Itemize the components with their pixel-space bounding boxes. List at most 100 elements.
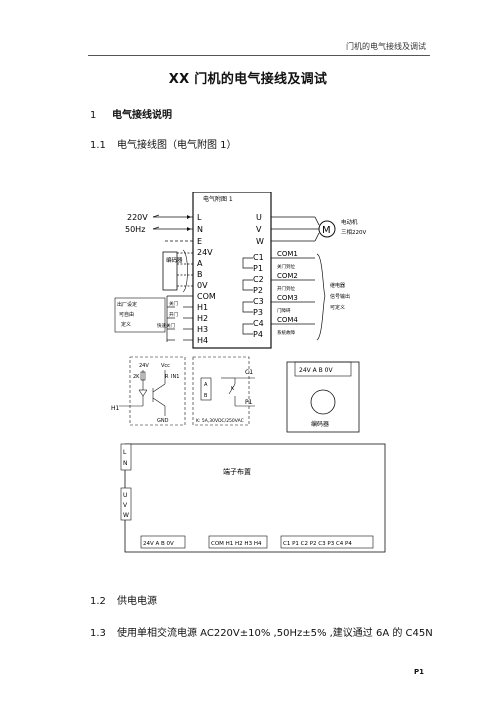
- encoder-connector: [294, 361, 352, 377]
- page-number: P1: [413, 668, 424, 676]
- section-1-number: 1: [90, 110, 97, 121]
- wiring-diagram: 电气附图 1 L N E 24V A B 0V COM H1 H2 H3 H4 …: [111, 192, 386, 553]
- terminal-0V: 0V: [197, 281, 208, 290]
- layout-L: L: [123, 449, 127, 456]
- encoder-shield: [182, 249, 188, 293]
- layout-input-strip: [208, 535, 268, 549]
- input-group-label-1: 出厂设定: [117, 301, 137, 308]
- circuit-r: R: [165, 374, 169, 380]
- section-1-2-heading: 1.2 供电电源: [90, 592, 157, 607]
- relay-note-4: 系统故障: [277, 329, 295, 336]
- input-note-fast-close: 快速关门: [157, 322, 175, 329]
- terminal-C3: C3: [253, 297, 264, 306]
- section-1-3-line: 1.3 使用单相交流电源 AC220V±10% ,50Hz±5% ,建议通过 6A…: [90, 624, 433, 639]
- relay-p1: P1: [245, 399, 253, 406]
- left-terminals: L N E 24V A B 0V COM H1 H2 H3 H4: [197, 213, 216, 345]
- terminal-24V: 24V: [197, 248, 213, 257]
- terminal-E: E: [197, 237, 202, 246]
- terminal-B: B: [197, 270, 203, 279]
- layout-input-labels: COM H1 H2 H3 H4: [211, 541, 262, 547]
- relay-group-label-1: 继电器: [330, 282, 345, 289]
- section-1-2-number: 1.2: [90, 596, 106, 607]
- relay-c1: C1: [245, 369, 253, 376]
- section-1-1-number: 1.1: [90, 140, 106, 151]
- layout-encoder-labels: 24V A B 0V: [143, 541, 174, 547]
- input-note-close: 关门: [169, 300, 178, 307]
- encoder-name: 编码器: [311, 420, 329, 428]
- terminal-N: N: [197, 225, 203, 234]
- section-1-2-title: 供电电源: [117, 596, 157, 607]
- terminal-L: L: [197, 213, 202, 222]
- input-notes-box: [114, 297, 166, 333]
- terminal-C4: C4: [253, 319, 264, 328]
- relay-label-com1: COM1: [277, 250, 298, 258]
- supply-frequency: 50Hz: [125, 225, 145, 234]
- encoder-left-box: [162, 251, 178, 291]
- relay-label-com4: COM4: [277, 316, 298, 324]
- section-1-1-heading: 1.1 电气接线图（电气附图 1）: [90, 136, 237, 151]
- section-1-3-text: 使用单相交流电源 AC220V±10% ,50Hz±5% ,建议通过 6A 的 …: [117, 628, 433, 639]
- motor-wires: [271, 216, 320, 242]
- relay-note-3: 门障碍: [277, 307, 291, 314]
- layout-U: U: [123, 492, 127, 499]
- circuit-gnd: GND: [157, 418, 169, 424]
- relay-k: K: [231, 386, 235, 392]
- diagram-caption: 电气附图 1: [203, 195, 233, 203]
- terminal-P2: P2: [253, 286, 263, 295]
- encoder-connector-label: 24V A B 0V: [299, 367, 333, 374]
- terminal-C2: C2: [253, 275, 264, 284]
- terminal-A: A: [197, 259, 203, 268]
- motor-symbol-circle: [318, 220, 336, 238]
- terminal-P1: P1: [253, 264, 263, 273]
- layout-relay-labels: C1 P1 C2 P2 C3 P3 C4 P4: [283, 541, 352, 547]
- section-1-3-number: 1.3: [90, 628, 106, 639]
- layout-encoder-strip: [140, 535, 186, 549]
- terminal-layout-title: 端子布置: [223, 467, 251, 476]
- relay-circuit-box: [192, 356, 250, 426]
- terminal-U: U: [256, 213, 262, 222]
- input-circuit-box: [129, 356, 186, 426]
- input-group-label-2: 可自由: [119, 311, 134, 318]
- terminal-block: [192, 192, 272, 349]
- circuit-in1: IN1: [171, 374, 179, 380]
- relay-group-brace: [316, 253, 326, 341]
- section-1-1-title: 电气接线图（电气附图 1）: [117, 140, 237, 151]
- relay-coil: [200, 377, 212, 401]
- motor-label-1: 电动机: [341, 218, 358, 226]
- right-terminals: U V W C1 P1 C2 P2 C3 P3 C4 P4: [253, 213, 264, 339]
- terminal-COM: COM: [197, 292, 216, 301]
- circuit-2k: 2K: [133, 374, 140, 380]
- terminal-P3: P3: [253, 308, 263, 317]
- relay-group-label-2: 信号输出: [330, 293, 350, 300]
- relay-label-com2: COM2: [277, 272, 298, 280]
- relay-group-label-3: 可定义: [330, 304, 345, 311]
- input-wires: [166, 295, 193, 342]
- circuit-vcc: Vcc: [161, 363, 170, 369]
- motor-symbol: M: [322, 225, 331, 236]
- terminal-H3: H3: [197, 325, 208, 334]
- terminal-V: V: [256, 225, 262, 234]
- input-group-label-3: 定义: [121, 321, 131, 328]
- relay-note-2: 开门到位: [277, 285, 295, 292]
- supply-arrows: [187, 215, 191, 231]
- relay-wires: [242, 257, 315, 335]
- layout-W: W: [123, 512, 129, 519]
- terminal-H4: H4: [197, 336, 208, 345]
- terminal-H1: H1: [197, 303, 208, 312]
- terminal-P4: P4: [253, 330, 263, 339]
- relay-label-com3: COM3: [277, 294, 298, 302]
- circuit-24v: 24V: [139, 363, 149, 369]
- terminal-H2: H2: [197, 314, 208, 323]
- page-header: 门机的电气接线及调试: [346, 42, 426, 51]
- input-note-open: 开门: [169, 311, 178, 318]
- layout-relay-strip: [280, 535, 374, 549]
- relay-circuit-lines: [221, 377, 255, 407]
- supply-wires: [152, 214, 193, 242]
- circuit-h1: H1: [111, 405, 120, 412]
- encoder-disc: [310, 389, 336, 415]
- layout-ln-box: [120, 443, 132, 471]
- relay-b: B: [204, 393, 208, 399]
- relay-a: A: [204, 382, 208, 388]
- supply-voltage: 220V: [127, 213, 148, 222]
